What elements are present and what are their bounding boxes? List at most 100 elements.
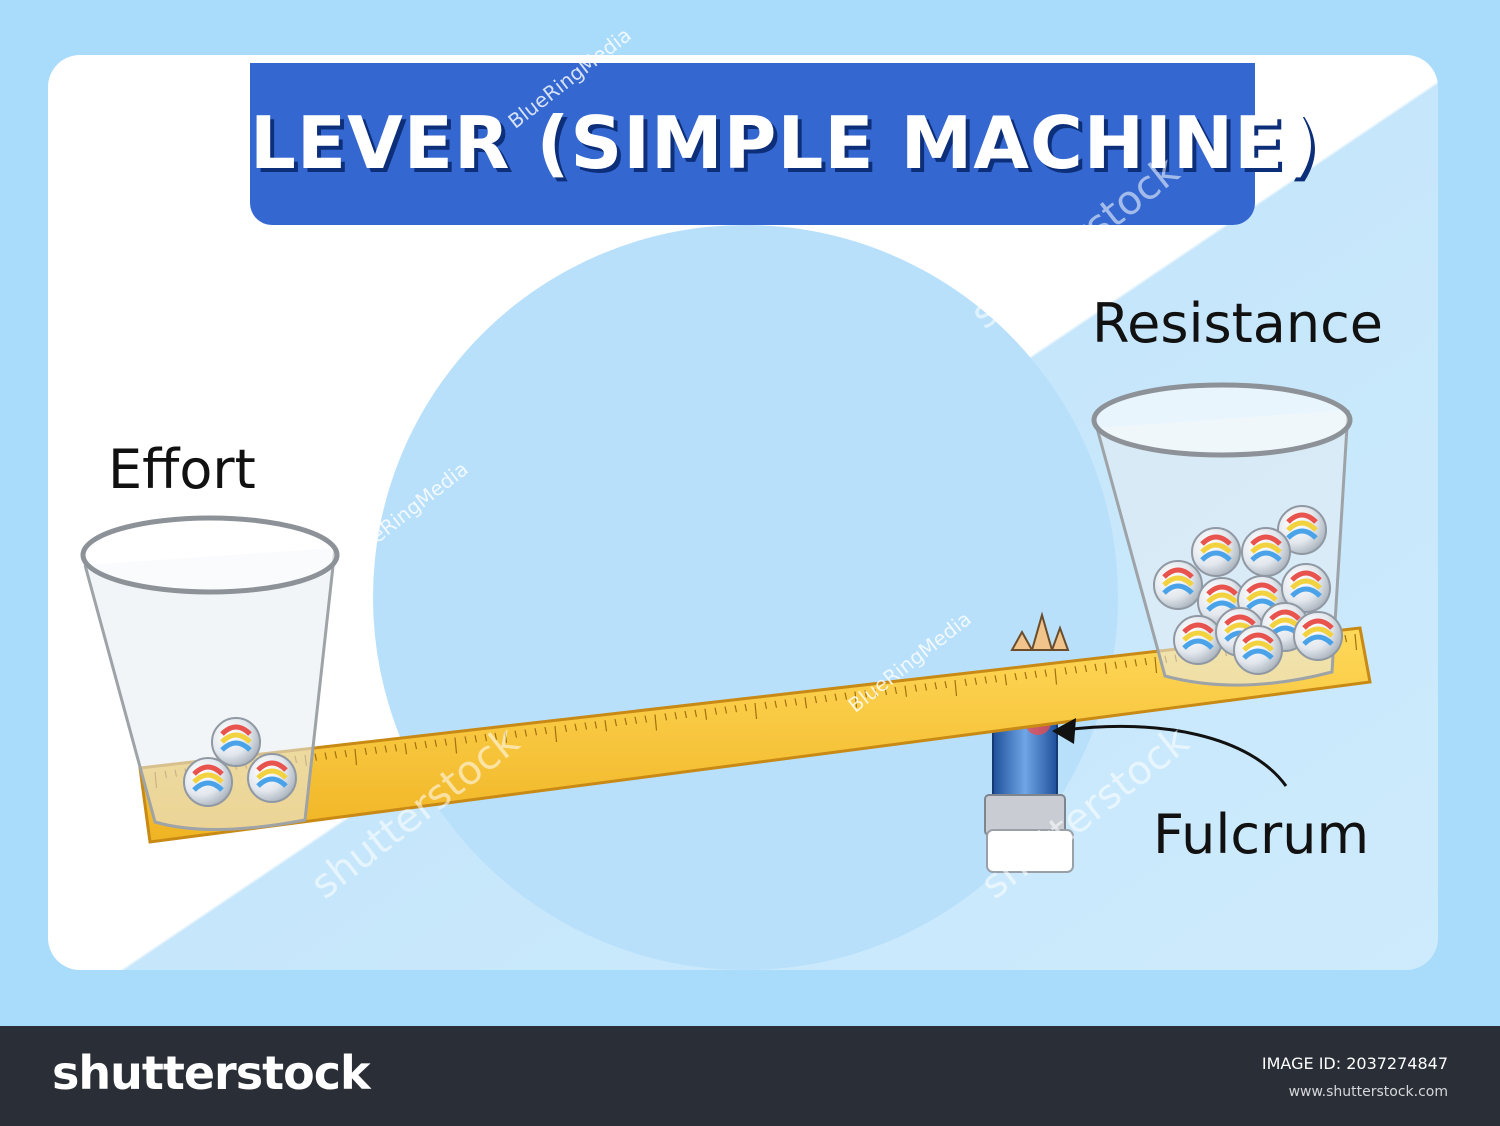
ruler-tick [854,691,858,708]
ruler-tick [924,683,928,691]
ruler-tick [954,679,958,697]
ruler-tick [604,720,608,732]
ruler-tick [1134,659,1138,667]
ruler-tick [814,695,818,704]
ruler-tick [1064,667,1068,675]
ruler-tick [1144,658,1148,666]
ruler-tick [384,745,388,753]
ruler-tick [844,692,848,700]
diagram-stage: LEVER (SIMPLE MACHINE) [48,23,1438,970]
ruler-tick [644,715,648,723]
ruler-tick [344,750,348,758]
ruler-tick [364,747,368,755]
marble [1173,615,1223,665]
ruler-tick [524,729,528,737]
ruler-tick [1344,635,1348,643]
effort-cup [80,515,340,832]
pencil-tips [1010,611,1070,651]
marble [183,757,233,807]
ruler-tick [784,699,788,707]
resistance-cup [1091,382,1353,687]
ruler-tick [974,677,978,685]
ruler-tick [594,721,598,729]
ruler-tick [724,706,728,714]
lever-illustration [80,382,1372,873]
ruler-tick [434,739,438,747]
marble [1241,527,1291,577]
ruler-tick [684,710,688,719]
marble [1281,563,1331,613]
ruler-tick [1024,671,1028,680]
ruler-tick [614,718,618,727]
ruler-tick [444,738,448,746]
ruler-tick [464,736,468,744]
ruler-tick [574,723,578,731]
ruler-tick [654,714,658,731]
ruler-tick [704,708,708,720]
ruler-tick [834,693,838,701]
ruler-tick [694,709,698,718]
ruler-tick [984,676,988,684]
ruler-tick [944,681,948,689]
ruler-tick [474,735,478,743]
ruler-tick [1124,660,1128,668]
ruler-tick [544,727,548,735]
ruler-tick [894,686,898,695]
ruler-tick [1154,656,1158,674]
ruler-tick [374,746,378,754]
fulcrum-label: Fulcrum [1153,803,1370,866]
marble [1153,560,1203,610]
ruler-tick [634,716,638,724]
ruler-tick [764,701,768,709]
image-id: IMAGE ID: 2037274847 [1261,1054,1448,1073]
ruler-tick [424,740,428,749]
marble [1293,611,1343,661]
marble [247,753,297,803]
ruler-tick [554,725,558,743]
fulcrum-arrow [1052,718,1288,787]
page-title: LEVER (SIMPLE MACHINE) [250,101,1319,185]
ruler-tick [484,733,488,742]
footer-logo: shutterstock [52,1046,371,1100]
ruler-tick [334,751,338,759]
ruler-tick [1004,674,1008,686]
ruler-tick [674,712,678,720]
ruler-tick [414,741,418,750]
marble [1233,625,1283,675]
marble [1191,527,1241,577]
ruler-tick [1094,663,1098,672]
ruler-tick [454,737,458,754]
ruler-tick [1044,669,1048,677]
ruler-tick [534,728,538,736]
title-banner: LEVER (SIMPLE MACHINE) [250,63,1319,225]
ruler-tick [734,705,738,713]
footer-bar: shutterstock IMAGE ID: 2037274847 www.sh… [0,1026,1500,1126]
ruler-tick [824,694,828,703]
ruler-tick [1014,672,1018,681]
ruler-tick [804,697,808,709]
ruler-tick [934,682,938,690]
ruler-tick [1104,662,1108,674]
ruler-tick [864,690,868,698]
ruler-tick [1034,670,1038,678]
effort-label: Effort [108,438,256,501]
ruler-tick [874,689,878,697]
ruler-tick [504,731,508,743]
ruler-tick [744,704,748,712]
ruler-tick [324,752,328,760]
ruler-tick [794,698,798,706]
ruler-tick [884,687,888,696]
ruler-tick [354,748,358,766]
ruler-tick [404,743,408,755]
ruler-tick [1354,633,1358,651]
ruler-tick [494,732,498,741]
marble [211,717,261,767]
ruler-tick [564,724,568,732]
ruler-tick [1084,664,1088,673]
ruler-tick [1054,668,1058,685]
footer-url: www.shutterstock.com [1288,1084,1448,1100]
ruler-tick [584,722,588,730]
ruler-tick [1114,661,1118,669]
ruler-tick [514,730,518,738]
ruler-tick [914,684,918,692]
